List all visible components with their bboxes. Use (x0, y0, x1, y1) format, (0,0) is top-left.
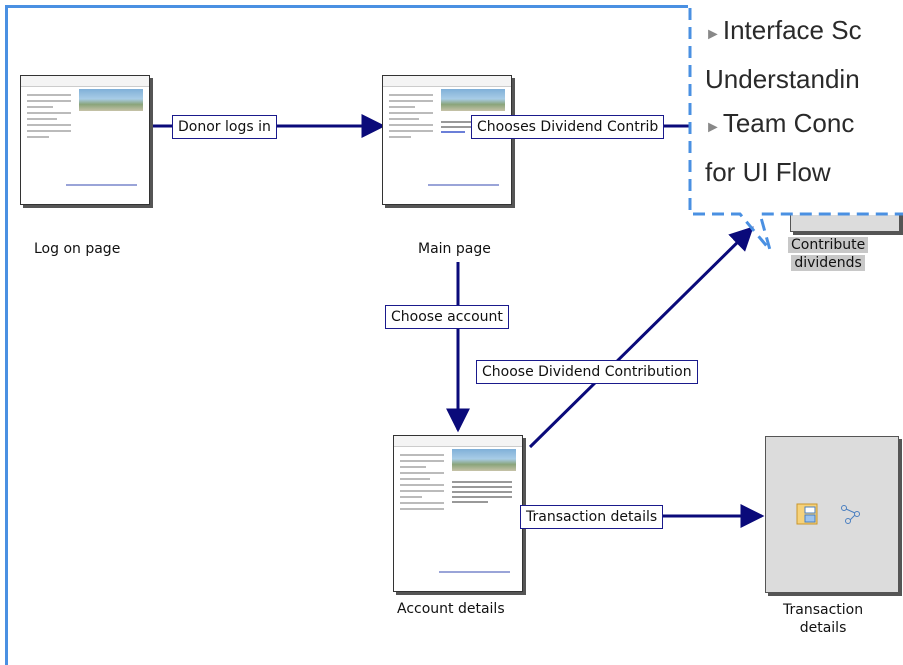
edge-label-transaction-details[interactable]: Transaction details (520, 505, 664, 529)
transaction-caption-line2: details (799, 620, 847, 636)
callout-line-4-text: for UI Flow (705, 157, 831, 187)
callout-line-3-text: Team Conc (722, 108, 855, 138)
edge-label-choose-dividend-contribution[interactable]: Choose Dividend Contribution (476, 360, 698, 384)
contribute-caption-line1: Contribute (788, 237, 869, 253)
transaction-details-caption: Transaction details (783, 601, 863, 637)
contribute-caption-line2: dividends (791, 255, 865, 271)
edge-label-choose-account[interactable]: Choose account (385, 305, 509, 329)
contribute-dividends-caption: Contribute dividends (788, 236, 869, 272)
edge-label-chooses-dividend-contrib[interactable]: Chooses Dividend Contrib (471, 115, 665, 139)
arrow-bullet-icon: ► (705, 26, 721, 43)
edge-choose-dividend-contribution (528, 226, 754, 449)
graph-nodes-icon (840, 503, 862, 530)
panel-layout-icon (796, 503, 818, 530)
arrow-bullet-icon: ► (705, 119, 721, 136)
transaction-details-node[interactable] (765, 436, 899, 593)
callout-line-2-text: Understandin (705, 64, 860, 94)
callout-border (688, 8, 903, 251)
callout-line-3: ►Team Conc (689, 101, 903, 150)
callout-line-1-text: Interface Sc (722, 15, 862, 45)
account-details-thumbnail[interactable] (393, 435, 523, 592)
edge-label-donor-logs-in[interactable]: Donor logs in (172, 115, 277, 139)
diagram-frame-border (5, 5, 688, 665)
main-page-caption: Main page (418, 241, 491, 257)
callout-line-4: for UI Flow (689, 150, 903, 194)
transaction-caption-line1: Transaction (783, 602, 864, 618)
callout-line-2: Understandin (689, 57, 903, 101)
main-page-thumbnail[interactable] (382, 75, 512, 205)
logon-page-thumbnail[interactable] (20, 75, 150, 205)
callout-line-1: ►Interface Sc (689, 8, 903, 57)
account-details-caption: Account details (397, 601, 505, 617)
callout-box: ►Interface Sc Understandin ►Team Conc fo… (689, 0, 903, 215)
logon-page-caption: Log on page (34, 241, 121, 257)
